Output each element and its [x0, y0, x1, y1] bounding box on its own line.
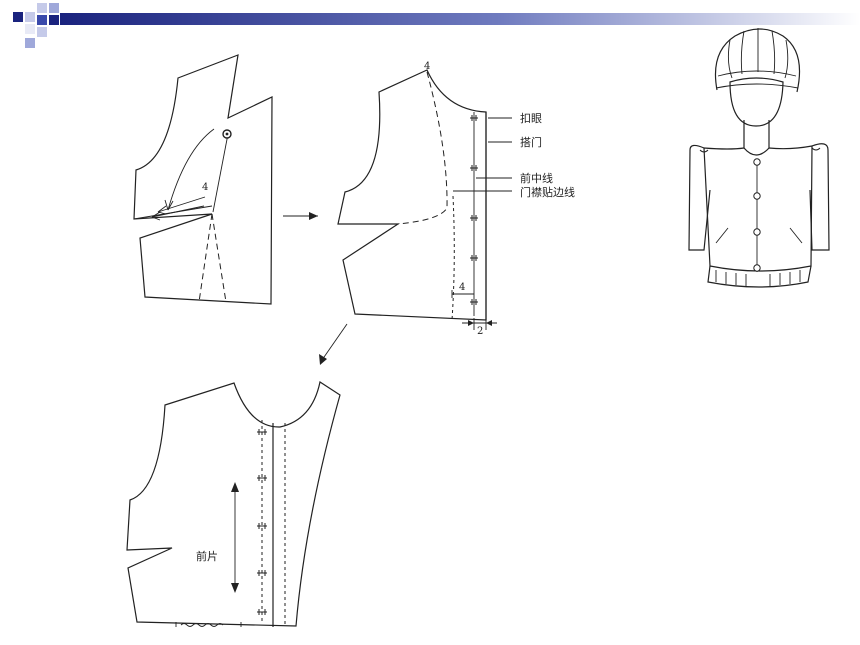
arrow-to-panel-3 — [319, 323, 348, 365]
finished-garment-illustration — [688, 27, 830, 288]
figure-bodice — [703, 145, 813, 272]
panel-2-placket-layout: 4 扣眼 搭门 前中线 门襟贴边线 4 2 — [337, 61, 575, 337]
label-buttonhole: 扣眼 — [520, 111, 542, 125]
figure-neck — [743, 120, 770, 148]
slide-header-bar — [13, 3, 860, 48]
label-overlap: 搭门 — [520, 135, 542, 149]
figure-pocket-right — [789, 227, 803, 244]
figure-right-sleeve — [809, 143, 830, 251]
panel-2-hem-width-bracket — [451, 290, 474, 298]
panel-2-buttonhole-marks — [470, 115, 478, 305]
header-squares-logo — [13, 3, 59, 48]
figure-pocket-left — [715, 227, 729, 244]
panel-1-dart-leg-left — [198, 213, 213, 303]
panel-1-dart-transfer: 4 — [133, 54, 273, 305]
panel-2-hem-number: 4 — [459, 282, 465, 293]
label-center-front: 前中线 — [520, 171, 553, 185]
panel-3-hem-gather-marks — [175, 622, 242, 627]
figure-hair — [714, 28, 801, 93]
panel-2-top-number: 4 — [424, 61, 430, 72]
header-gradient-stripe — [60, 13, 860, 25]
panel-3-front-piece: 前片 — [126, 381, 341, 627]
label-placket-line: 门襟贴边线 — [520, 185, 575, 199]
panel-1-dart-leg-right — [211, 213, 227, 303]
panel-2-placket-facing-line — [451, 195, 455, 321]
panel-3-buttonhole-marks — [257, 429, 267, 615]
panel-3-piece-label: 前片 — [196, 549, 218, 563]
figure-buttons — [753, 158, 761, 272]
panel-2-side-seam-dashed — [397, 71, 448, 225]
panel-1-dart-arrow-b — [151, 205, 205, 218]
figure-face — [729, 77, 784, 127]
panel-1-rotation-arrow — [167, 128, 215, 211]
panel-1-bust-line — [212, 133, 229, 213]
panel-3-grain-arrow — [231, 482, 239, 593]
panel-2-overlap-width: 2 — [477, 326, 483, 337]
arrow-to-panel-2 — [283, 212, 318, 220]
panel-1-dart-number: 4 — [202, 182, 208, 193]
figure-hem-band — [707, 265, 812, 288]
panel-1-outline — [133, 54, 273, 305]
panel-1-dart-arrow-a — [157, 196, 206, 213]
panel-3-outline — [126, 381, 341, 627]
figure-left-sleeve — [688, 144, 711, 251]
